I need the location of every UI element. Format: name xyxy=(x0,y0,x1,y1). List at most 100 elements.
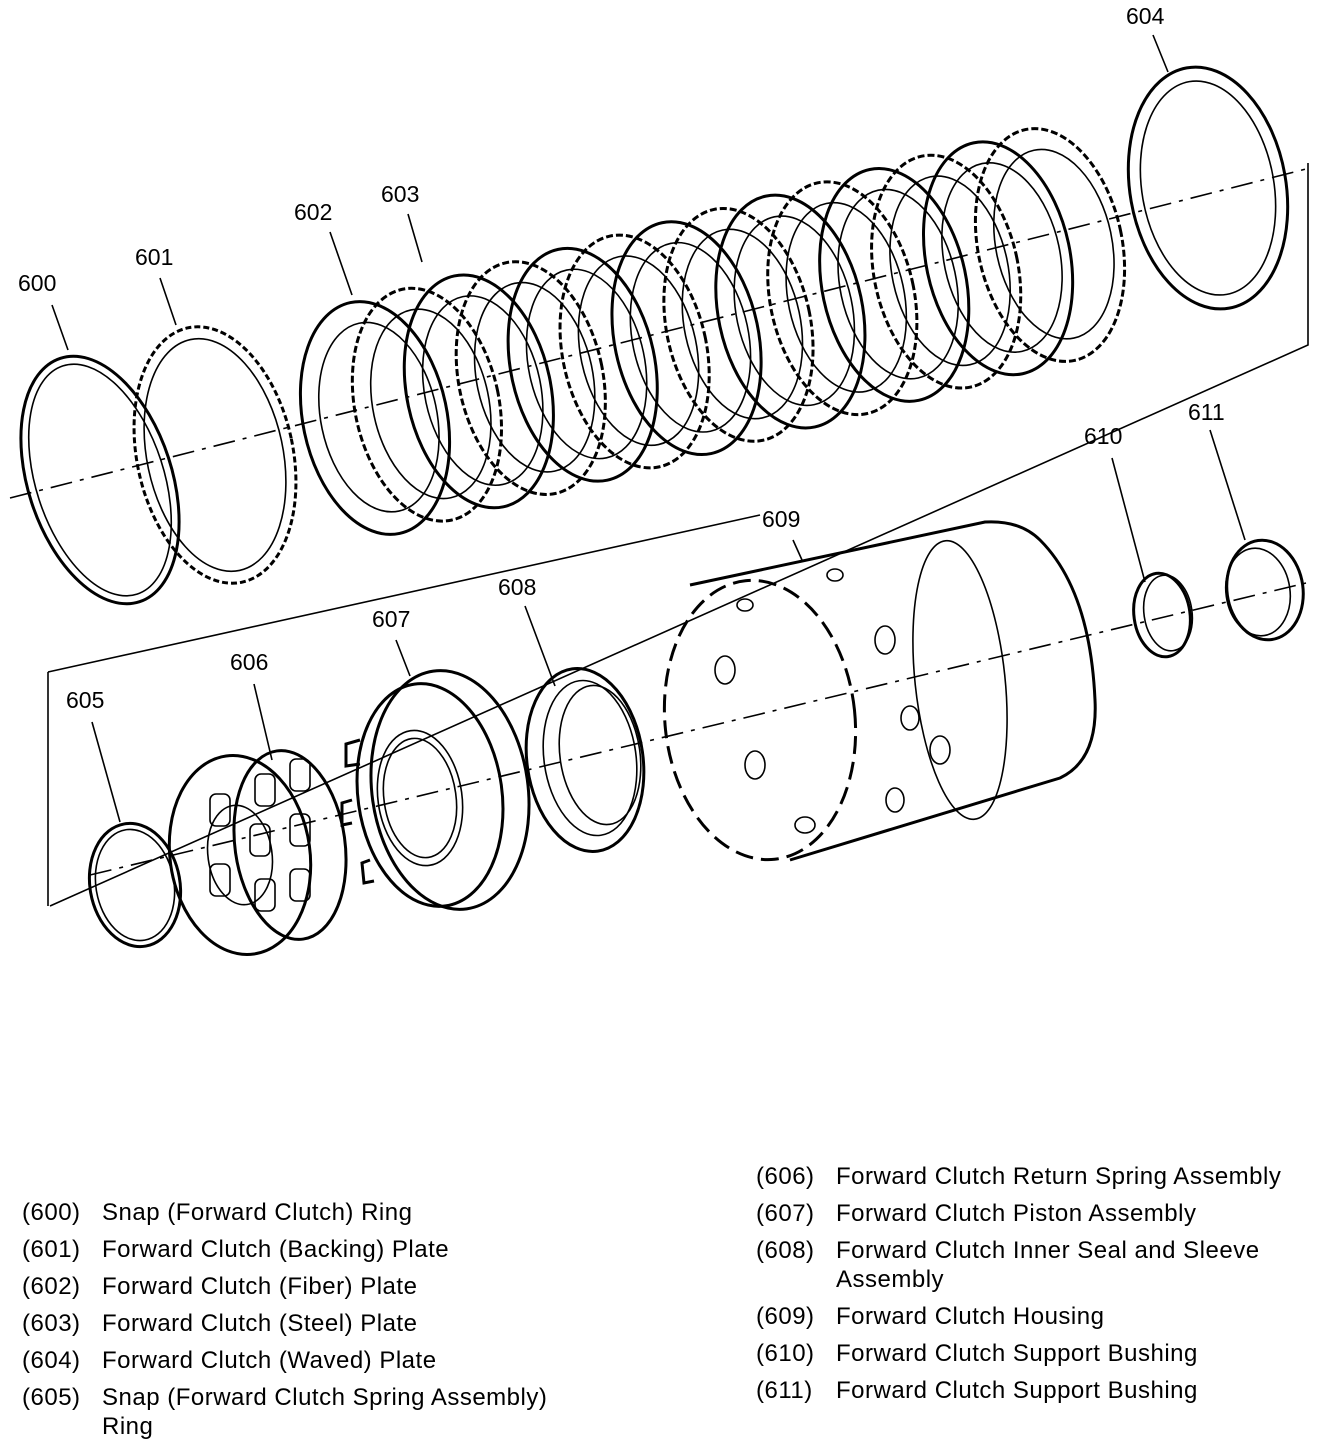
fiber-plate xyxy=(714,193,867,430)
parts-legend-right: (606) Forward Clutch Return Spring Assemb… xyxy=(756,1158,1341,1409)
plate-inner-edge xyxy=(317,321,440,513)
parts-legend-left: (600) Snap (Forward Clutch) Ring (601) For… xyxy=(22,1194,662,1445)
legend-description: Forward Clutch Piston Assembly xyxy=(836,1200,1197,1227)
steel-plate xyxy=(558,233,711,470)
legend-description: Forward Clutch (Fiber) Plate xyxy=(102,1273,418,1300)
legend-row-609: (609) Forward Clutch Housing xyxy=(756,1298,1341,1335)
fiber-plate xyxy=(921,140,1075,377)
legend-description: Forward Clutch (Backing) Plate xyxy=(102,1236,450,1263)
callout-608: 608 xyxy=(498,574,536,600)
legend-description: Forward Clutch Support Bushing xyxy=(836,1340,1198,1367)
plate-inner-edge xyxy=(577,255,700,447)
legend-number: (603) xyxy=(22,1310,81,1337)
callout-606: 606 xyxy=(230,649,268,675)
legend-description: Snap (Forward Clutch Spring Assembly) Ri… xyxy=(102,1384,548,1440)
leader-lines xyxy=(51,34,1246,823)
plate-inner-edge xyxy=(837,188,960,380)
legend-number: (606) xyxy=(756,1163,815,1190)
legend-row-604: (604) Forward Clutch (Waved) Plate xyxy=(22,1342,662,1379)
callout-601: 601 xyxy=(135,244,173,270)
callout-602: 602 xyxy=(294,199,332,225)
legend-row-602: (602) Forward Clutch (Fiber) Plate xyxy=(22,1268,662,1305)
legend-row-608: (608) Forward Clutch Inner Seal and Sleev… xyxy=(756,1232,1341,1298)
legend-number: (610) xyxy=(756,1340,815,1367)
legend-description: Forward Clutch Inner Seal and Sleeve Ass… xyxy=(836,1237,1260,1293)
callout-604: 604 xyxy=(1126,3,1165,29)
legend-row-611: (611) Forward Clutch Support Bushing xyxy=(756,1372,1341,1409)
plate-inner-edge xyxy=(369,308,492,500)
coil-spring xyxy=(289,758,311,792)
plate-inner-edge xyxy=(733,215,856,407)
plate-inner-edge xyxy=(992,148,1115,340)
legend-row-600: (600) Snap (Forward Clutch) Ring xyxy=(22,1194,662,1231)
legend-description: Forward Clutch (Waved) Plate xyxy=(102,1347,437,1374)
plate-inner-edge xyxy=(525,268,648,460)
legend-row-606: (606) Forward Clutch Return Spring Assemb… xyxy=(756,1158,1341,1195)
legend-row-603: (603) Forward Clutch (Steel) Plate xyxy=(22,1305,662,1342)
steel-plate xyxy=(973,127,1127,363)
exploded-view-diagram: 600 601 602 603 604 605 606 607 608 609 … xyxy=(9,3,1311,957)
part-609-clutch-housing xyxy=(662,520,1097,862)
legend-row-601: (601) Forward Clutch (Backing) Plate xyxy=(22,1231,662,1268)
coil-spring xyxy=(289,813,311,847)
legend-number: (608) xyxy=(756,1237,815,1264)
part-610-support-bushing xyxy=(1132,571,1194,659)
fiber-plate xyxy=(402,273,555,510)
fiber-plate xyxy=(818,167,971,403)
legend-description: Forward Clutch Support Bushing xyxy=(836,1377,1198,1404)
legend-number: (600) xyxy=(22,1199,81,1226)
plate-inner-edge xyxy=(681,228,804,420)
legend-number: (602) xyxy=(22,1273,81,1300)
coil-spring xyxy=(249,823,271,857)
legend-row-607: (607) Forward Clutch Piston Assembly xyxy=(756,1195,1341,1232)
legend-number: (601) xyxy=(22,1236,81,1263)
callout-600: 600 xyxy=(18,270,56,296)
part-604-waved-plate xyxy=(1126,65,1290,311)
coil-spring xyxy=(209,793,231,827)
legend-number: (605) xyxy=(22,1384,81,1411)
part-601-backing-plate xyxy=(132,325,298,585)
return-springs xyxy=(209,758,311,912)
callout-607: 607 xyxy=(372,606,410,632)
fiber-plate xyxy=(506,246,659,483)
legend-number: (611) xyxy=(756,1377,813,1404)
legend-number: (604) xyxy=(22,1347,81,1374)
callout-605: 605 xyxy=(66,687,104,713)
legend-description: Forward Clutch Return Spring Assembly xyxy=(836,1163,1282,1190)
plate-inner-edge xyxy=(889,175,1012,367)
plate-inner-edge xyxy=(421,295,544,487)
legend-description: Forward Clutch (Steel) Plate xyxy=(102,1310,418,1337)
coil-spring xyxy=(209,863,231,897)
part-607-piston-assembly xyxy=(340,669,531,911)
plate-inner-edge xyxy=(785,201,908,393)
coil-spring xyxy=(289,868,311,902)
clutch-plate-stack xyxy=(298,127,1127,536)
steel-plate xyxy=(662,206,815,443)
plate-inner-edge xyxy=(941,162,1063,353)
coil-spring xyxy=(254,773,276,807)
steel-plate xyxy=(350,286,504,523)
steel-plate xyxy=(766,180,919,417)
coil-spring xyxy=(254,878,276,912)
legend-row-605: (605) Snap (Forward Clutch Spring Assembl… xyxy=(22,1379,662,1445)
callout-610: 610 xyxy=(1084,423,1122,449)
legend-description: Snap (Forward Clutch) Ring xyxy=(102,1199,413,1226)
part-606-return-spring-assembly xyxy=(167,749,348,957)
plate-inner-edge xyxy=(629,241,752,433)
legend-number: (609) xyxy=(756,1303,815,1330)
legend-row-610: (610) Forward Clutch Support Bushing xyxy=(756,1335,1341,1372)
plate-inner-edge xyxy=(473,281,596,473)
fiber-plate xyxy=(610,220,763,457)
part-611-support-bushing xyxy=(1224,538,1305,642)
steel-plate xyxy=(870,153,1023,390)
part-608-inner-seal-sleeve xyxy=(524,667,646,853)
legend-description: Forward Clutch Housing xyxy=(836,1303,1105,1330)
fiber-plate xyxy=(298,300,452,536)
callout-611: 611 xyxy=(1188,399,1225,425)
part-600-snap-ring xyxy=(19,354,181,606)
callout-609: 609 xyxy=(762,506,800,532)
legend-number: (607) xyxy=(756,1200,815,1227)
steel-plate xyxy=(454,260,607,496)
assembly-outline xyxy=(9,163,1311,907)
callout-603: 603 xyxy=(381,181,419,207)
